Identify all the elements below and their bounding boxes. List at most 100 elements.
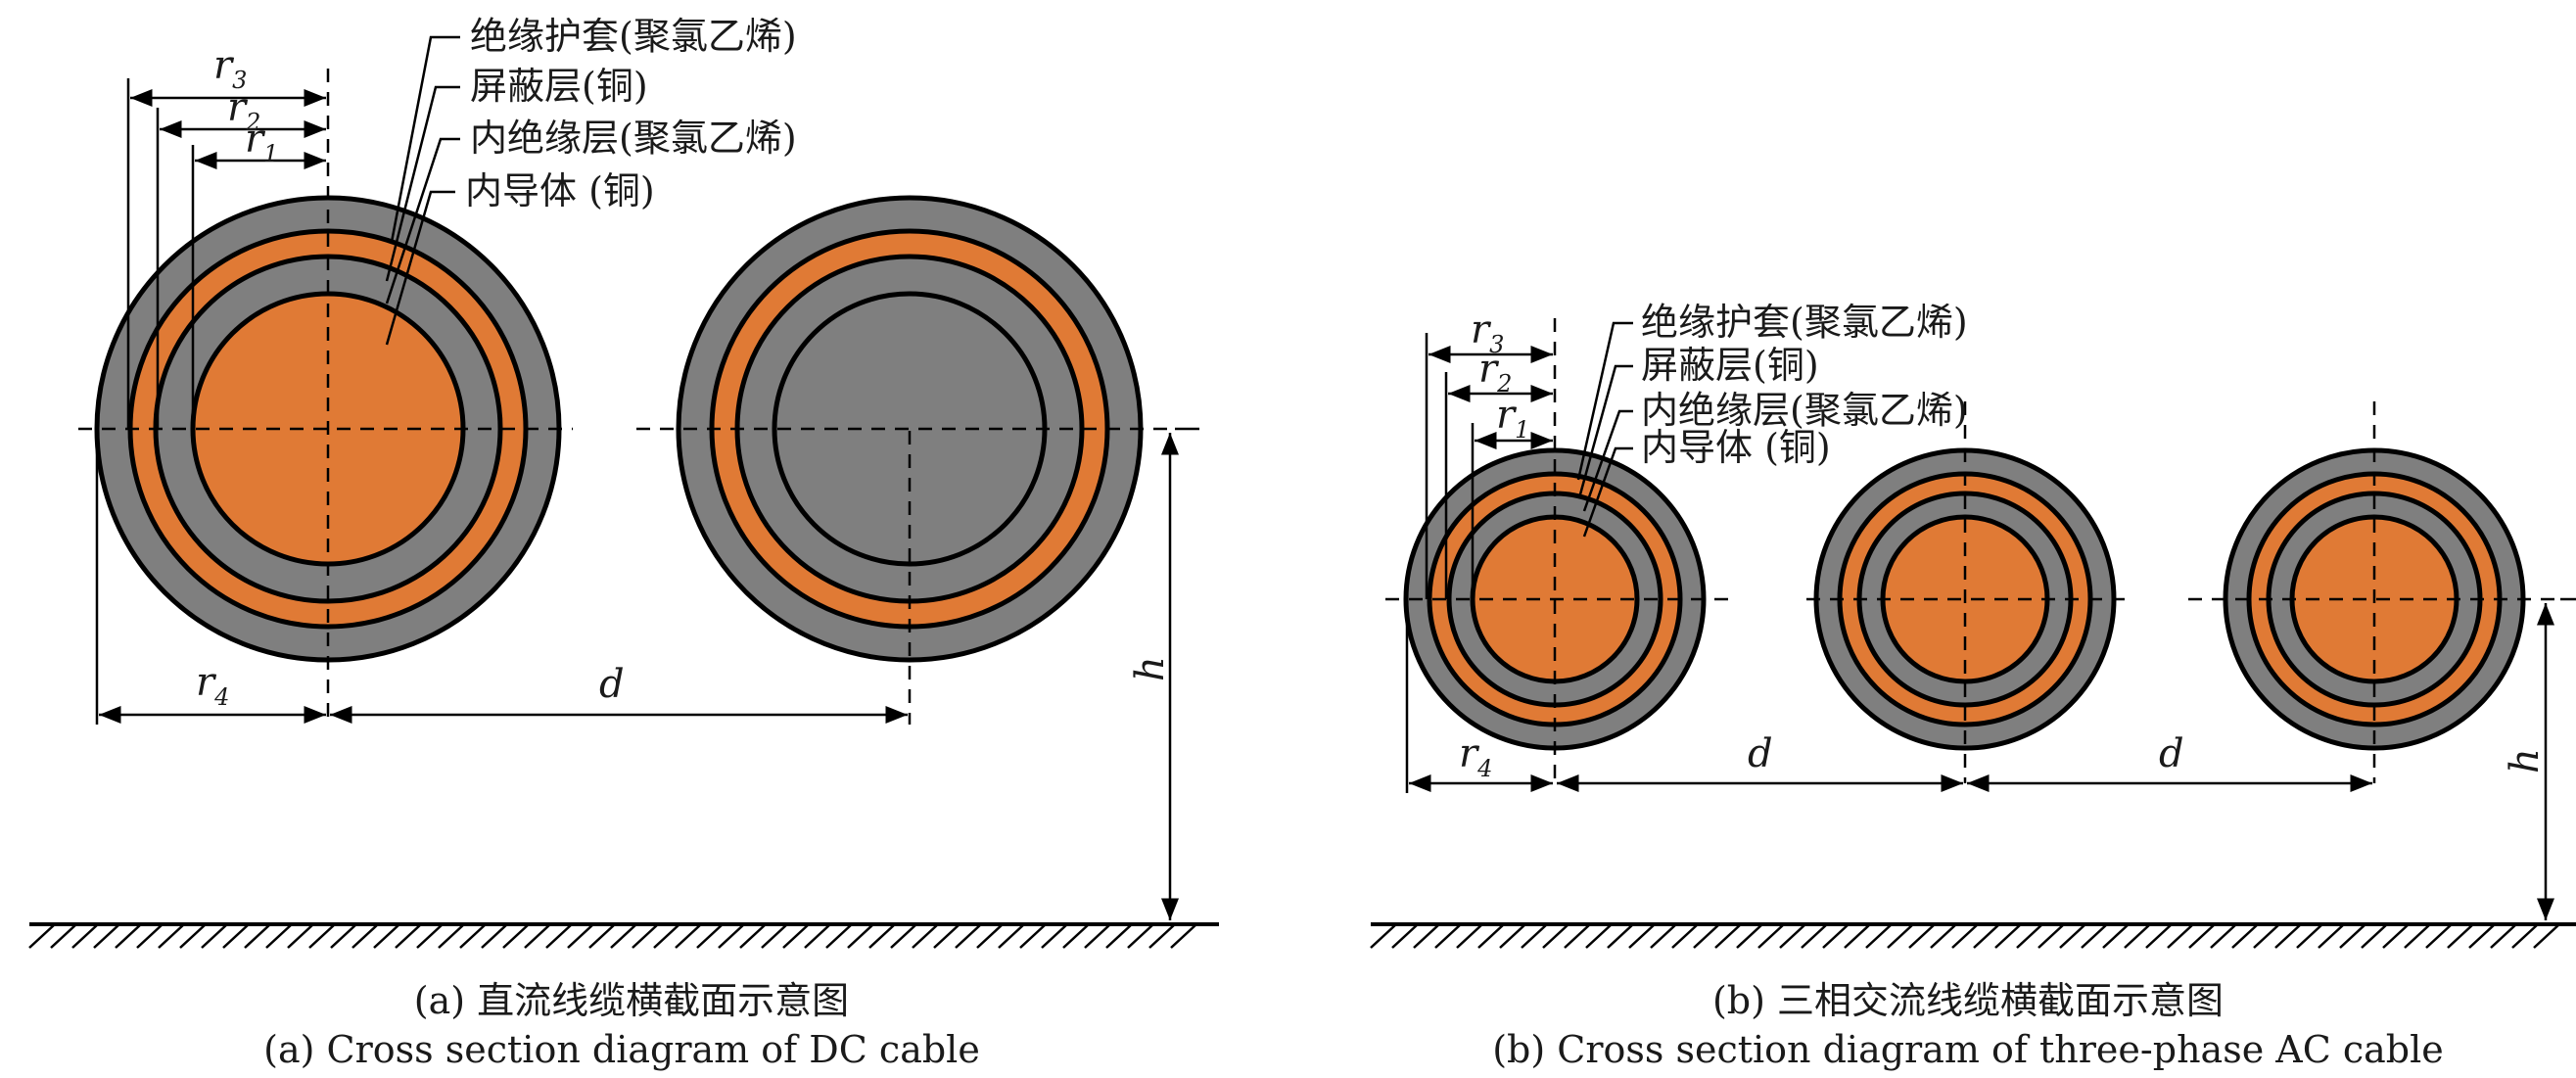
ground-a [28,922,1219,949]
ground-hatch-line [2274,923,2302,949]
ground-hatch-line [395,923,422,949]
ground-hatch-line [998,923,1025,949]
ground-hatch-line [739,923,767,949]
ground-hatch-line [868,923,896,949]
ground-hatch-line [588,923,616,949]
ground-hatch-line [1801,923,1828,949]
label-conductor-b: 内导体 (铜) [1641,426,1831,469]
label-jacket-b: 绝缘护套(聚氯乙烯) [1641,301,1968,344]
r1-label: r1 [245,117,278,167]
ground-hatch-line [1019,923,1047,949]
label-leaders-b [1576,321,1633,538]
ground-hatch-line [933,923,960,949]
h-dimension-a: h [1128,427,1199,920]
ground-hatch-line [222,923,250,949]
ground-hatch-line [1041,923,1068,949]
ground-hatch-line [1456,923,1483,949]
h-label: h [1128,656,1173,681]
ground-hatch-line [890,923,917,949]
ground-hatch-line [2124,923,2151,949]
ground-hatch-line [1542,923,1569,949]
caption-b-en: (b) Cross section diagram of three-phase… [1492,1028,2444,1071]
ground-hatch-line [1951,923,1979,949]
ground-hatch-line [2447,923,2474,949]
ground-hatch-line [1757,923,1785,949]
ground-hatch-line [2253,923,2280,949]
ground-hatch-line [1693,923,1720,949]
ground-hatch-line [2231,923,2259,949]
ground-hatch-line [244,923,271,949]
ground-hatch-line [976,923,1004,949]
ground-hatch-line [1148,923,1176,949]
ground-hatch-line [308,923,336,949]
ground-hatch-line [1105,923,1133,949]
radius-dimensions-b [1409,346,2372,792]
ground-hatch-line [955,923,982,949]
ground-hatch-line [2382,923,2410,949]
ground-hatch-line [459,923,487,949]
ground-hatch-line [2059,923,2086,949]
label-jacket-a: 绝缘护套(聚氯乙烯) [470,15,797,58]
ground-hatch-line [1671,923,1699,949]
ground-b [1370,922,2576,949]
ground-hatch-line [1434,923,1462,949]
ground-hatch-line [1477,923,1505,949]
label-inner-insulation-a: 内绝缘层(聚氯乙烯) [470,117,797,160]
ground-hatch-line [1062,923,1090,949]
ground-hatch-line [1499,923,1526,949]
caption-a-cn: (a) 直流线缆横截面示意图 [414,979,849,1022]
ground-hatch-line [1607,923,1634,949]
ground-hatch-line [2404,923,2431,949]
ground-hatch-line [351,923,379,949]
ground-hatch-line [2210,923,2237,949]
panel-a: r3 r2 r1 r4 d h 绝缘护套(聚氯乙烯) 屏蔽层(铜) 内绝缘层(聚… [28,15,1219,1071]
r3-label: r3 [213,43,247,94]
ground-hatch-line [696,923,724,949]
panel-b: r3 r2 r1 r4 d d h 绝缘护套(聚氯乙烯) 屏蔽层(铜) 内绝缘层… [1370,301,2576,1071]
ground-hatch-line [1585,923,1613,949]
ground-hatch-line [632,923,659,949]
label-shield-a: 屏蔽层(铜) [470,65,648,108]
h-label-b: h [2503,748,2548,773]
ground-hatch-line [265,923,293,949]
center-axes-a [78,69,1175,725]
ground-hatch-line [481,923,508,949]
ground-hatch-line [1908,923,1936,949]
ground-hatch-line [524,923,551,949]
ground-hatch-line [373,923,400,949]
ground-hatch-line [653,923,680,949]
ground-hatch-line [1865,923,1893,949]
r4-label: r4 [196,660,229,711]
ground-hatch-line [2016,923,2043,949]
ground-hatch-line [1170,923,1197,949]
label-leaders-a [385,35,460,346]
ground-hatch-line [416,923,444,949]
ac-cable-1 [1403,447,1707,751]
radius-dimensions-a [99,89,908,724]
ground-hatch-line [1127,923,1154,949]
radius-extension-lines-a [95,78,195,725]
ground-hatch-line [675,923,702,949]
d1-label-b: d [1748,731,1773,776]
ground-hatch-line [1564,923,1591,949]
ground-hatch-line [1736,923,1763,949]
ground-hatch-line [2167,923,2194,949]
ground-hatch-line [115,923,142,949]
ground-hatch-line [567,923,594,949]
ground-hatch-line [2081,923,2108,949]
ground-hatch-line [847,923,874,949]
ground-hatch-line [2296,923,2323,949]
ground-hatch-line [2037,923,2065,949]
ground-hatch-line [93,923,120,949]
ground-hatch-line [1994,923,2022,949]
h-dimension-b: h [2503,597,2576,920]
center-axes-b [1385,318,2560,783]
ground-hatch-line [330,923,357,949]
ground-hatch-line [2318,923,2345,949]
ground-hatch-line [1887,923,1914,949]
ground-hatch-line [1844,923,1871,949]
label-conductor-a: 内导体 (铜) [465,169,655,212]
ground-hatch-line [1084,923,1111,949]
ground-hatch-line [136,923,164,949]
ground-hatch-line [2102,923,2130,949]
